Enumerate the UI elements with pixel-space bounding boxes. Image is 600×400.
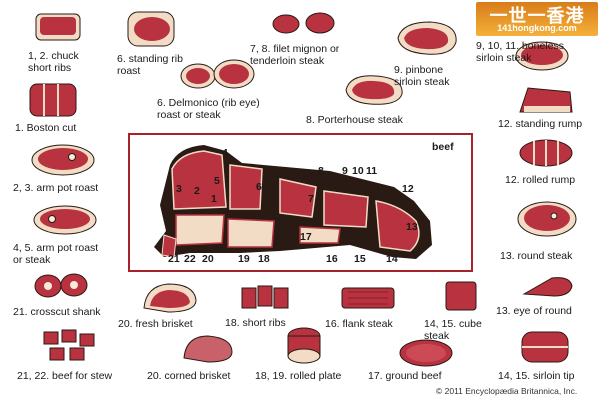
section-number: 20 — [202, 253, 214, 265]
corned-brisket-image — [183, 335, 233, 363]
eye-of-round-image — [522, 277, 573, 297]
section-number: 17 — [300, 231, 312, 243]
section-number: 4 — [222, 147, 228, 159]
section-number: 2 — [194, 185, 200, 197]
section-number: 19 — [238, 253, 250, 265]
ground-beef-image — [399, 339, 453, 367]
boneless-sirloin-image — [515, 41, 569, 71]
section-number: 21 — [168, 253, 180, 265]
rolled-plate-image — [287, 327, 321, 364]
porterhouse-image — [345, 75, 403, 105]
section-number: 1 — [211, 193, 217, 205]
sirloin-tip-image — [521, 331, 569, 363]
round-steak-label: 13. round steak — [500, 250, 573, 262]
arm-pot-roast-image — [31, 144, 95, 176]
section-number: 14 — [386, 253, 398, 265]
short-ribs-image — [241, 285, 289, 309]
rolled-plate-label: 18, 19. rolled plate — [255, 370, 342, 382]
section-number: 6 — [256, 181, 262, 193]
standing-rump-image — [519, 87, 573, 113]
standing-rib-roast-label: 6. standing rib roast — [117, 53, 183, 77]
carcass-diagram — [154, 145, 432, 259]
beef-for-stew-image — [43, 329, 95, 361]
short-ribs-label: 18. short ribs — [225, 317, 286, 329]
eye-of-round-label: 13. eye of round — [496, 305, 572, 317]
standing-rump-label: 12. standing rump — [498, 118, 583, 130]
section-number: 8 — [318, 165, 324, 177]
beef-for-stew-label: 21, 22. beef for stew — [17, 370, 113, 382]
flank-steak-image — [341, 287, 395, 309]
section-number: 10 — [352, 165, 364, 177]
flank-steak-label: 16. flank steak — [325, 318, 393, 330]
watermark-logo: 一世一香港 141hongkong.com — [476, 2, 598, 36]
chuck-short-ribs-image — [35, 13, 81, 41]
chuck-short-ribs-label: 1, 2. chuck short ribs — [28, 50, 79, 74]
standing-rib-roast-image — [127, 11, 175, 47]
pinbone-sirloin-label: 9. pinbone sirloin steak — [394, 64, 450, 88]
section-number: 5 — [214, 175, 220, 187]
boston-cut-image — [29, 83, 77, 117]
copyright-credit: © 2011 Encyclopædia Britannica, Inc. — [436, 386, 578, 396]
filet-mignon-label: 7, 8. filet mignon or tenderloin steak — [250, 43, 340, 67]
crosscut-shank-label: 21. crosscut shank — [13, 306, 101, 318]
arm-pot-roast-label: 2, 3. arm pot roast — [13, 182, 99, 194]
cube-steak-label: 14, 15. cube steak — [424, 318, 482, 342]
arm-pot-roast-steak-image — [33, 205, 97, 235]
delmonico-label: 6. Delmonico (rib eye) roast or steak — [157, 97, 260, 121]
section-number: 11 — [366, 165, 378, 177]
watermark-url: 141hongkong.com — [497, 23, 577, 33]
filet-mignon-image — [272, 12, 335, 34]
fresh-brisket-image — [143, 283, 197, 313]
carcass-frame: beef 1 2 3 4 5 6 7 8 9 10 11 12 13 14 15… — [128, 133, 473, 272]
section-number: 22 — [184, 253, 196, 265]
crosscut-shank-image — [34, 273, 88, 298]
arm-pot-roast-steak-label: 4, 5. arm pot roast or steak — [13, 242, 99, 266]
diagram-title: beef — [432, 141, 454, 153]
section-number: 15 — [354, 253, 366, 265]
delmonico-image — [180, 59, 255, 89]
corned-brisket-label: 20. corned brisket — [147, 370, 231, 382]
boneless-sirloin-label: 9, 10, 11. boneless sirloin steak — [476, 40, 564, 64]
section-number: 13 — [406, 221, 418, 233]
boston-cut-label: 1. Boston cut — [15, 122, 77, 134]
watermark-chinese: 一世一香港 — [489, 6, 585, 26]
ground-beef-label: 17. ground beef — [368, 370, 442, 382]
porterhouse-label: 8. Porterhouse steak — [306, 114, 403, 126]
section-number: 18 — [258, 253, 270, 265]
rolled-rump-image — [519, 139, 573, 167]
section-number: 7 — [308, 193, 314, 205]
rolled-rump-label: 12. rolled rump — [505, 174, 576, 186]
section-number: 3 — [176, 183, 182, 195]
section-number: 16 — [326, 253, 338, 265]
round-steak-image — [517, 201, 577, 237]
section-number: 12 — [402, 183, 414, 195]
cube-steak-image — [445, 281, 477, 311]
section-number: 9 — [342, 165, 348, 177]
fresh-brisket-label: 20. fresh brisket — [118, 318, 193, 330]
sirloin-tip-label: 14, 15. sirloin tip — [498, 370, 575, 382]
pinbone-sirloin-image — [397, 21, 457, 55]
